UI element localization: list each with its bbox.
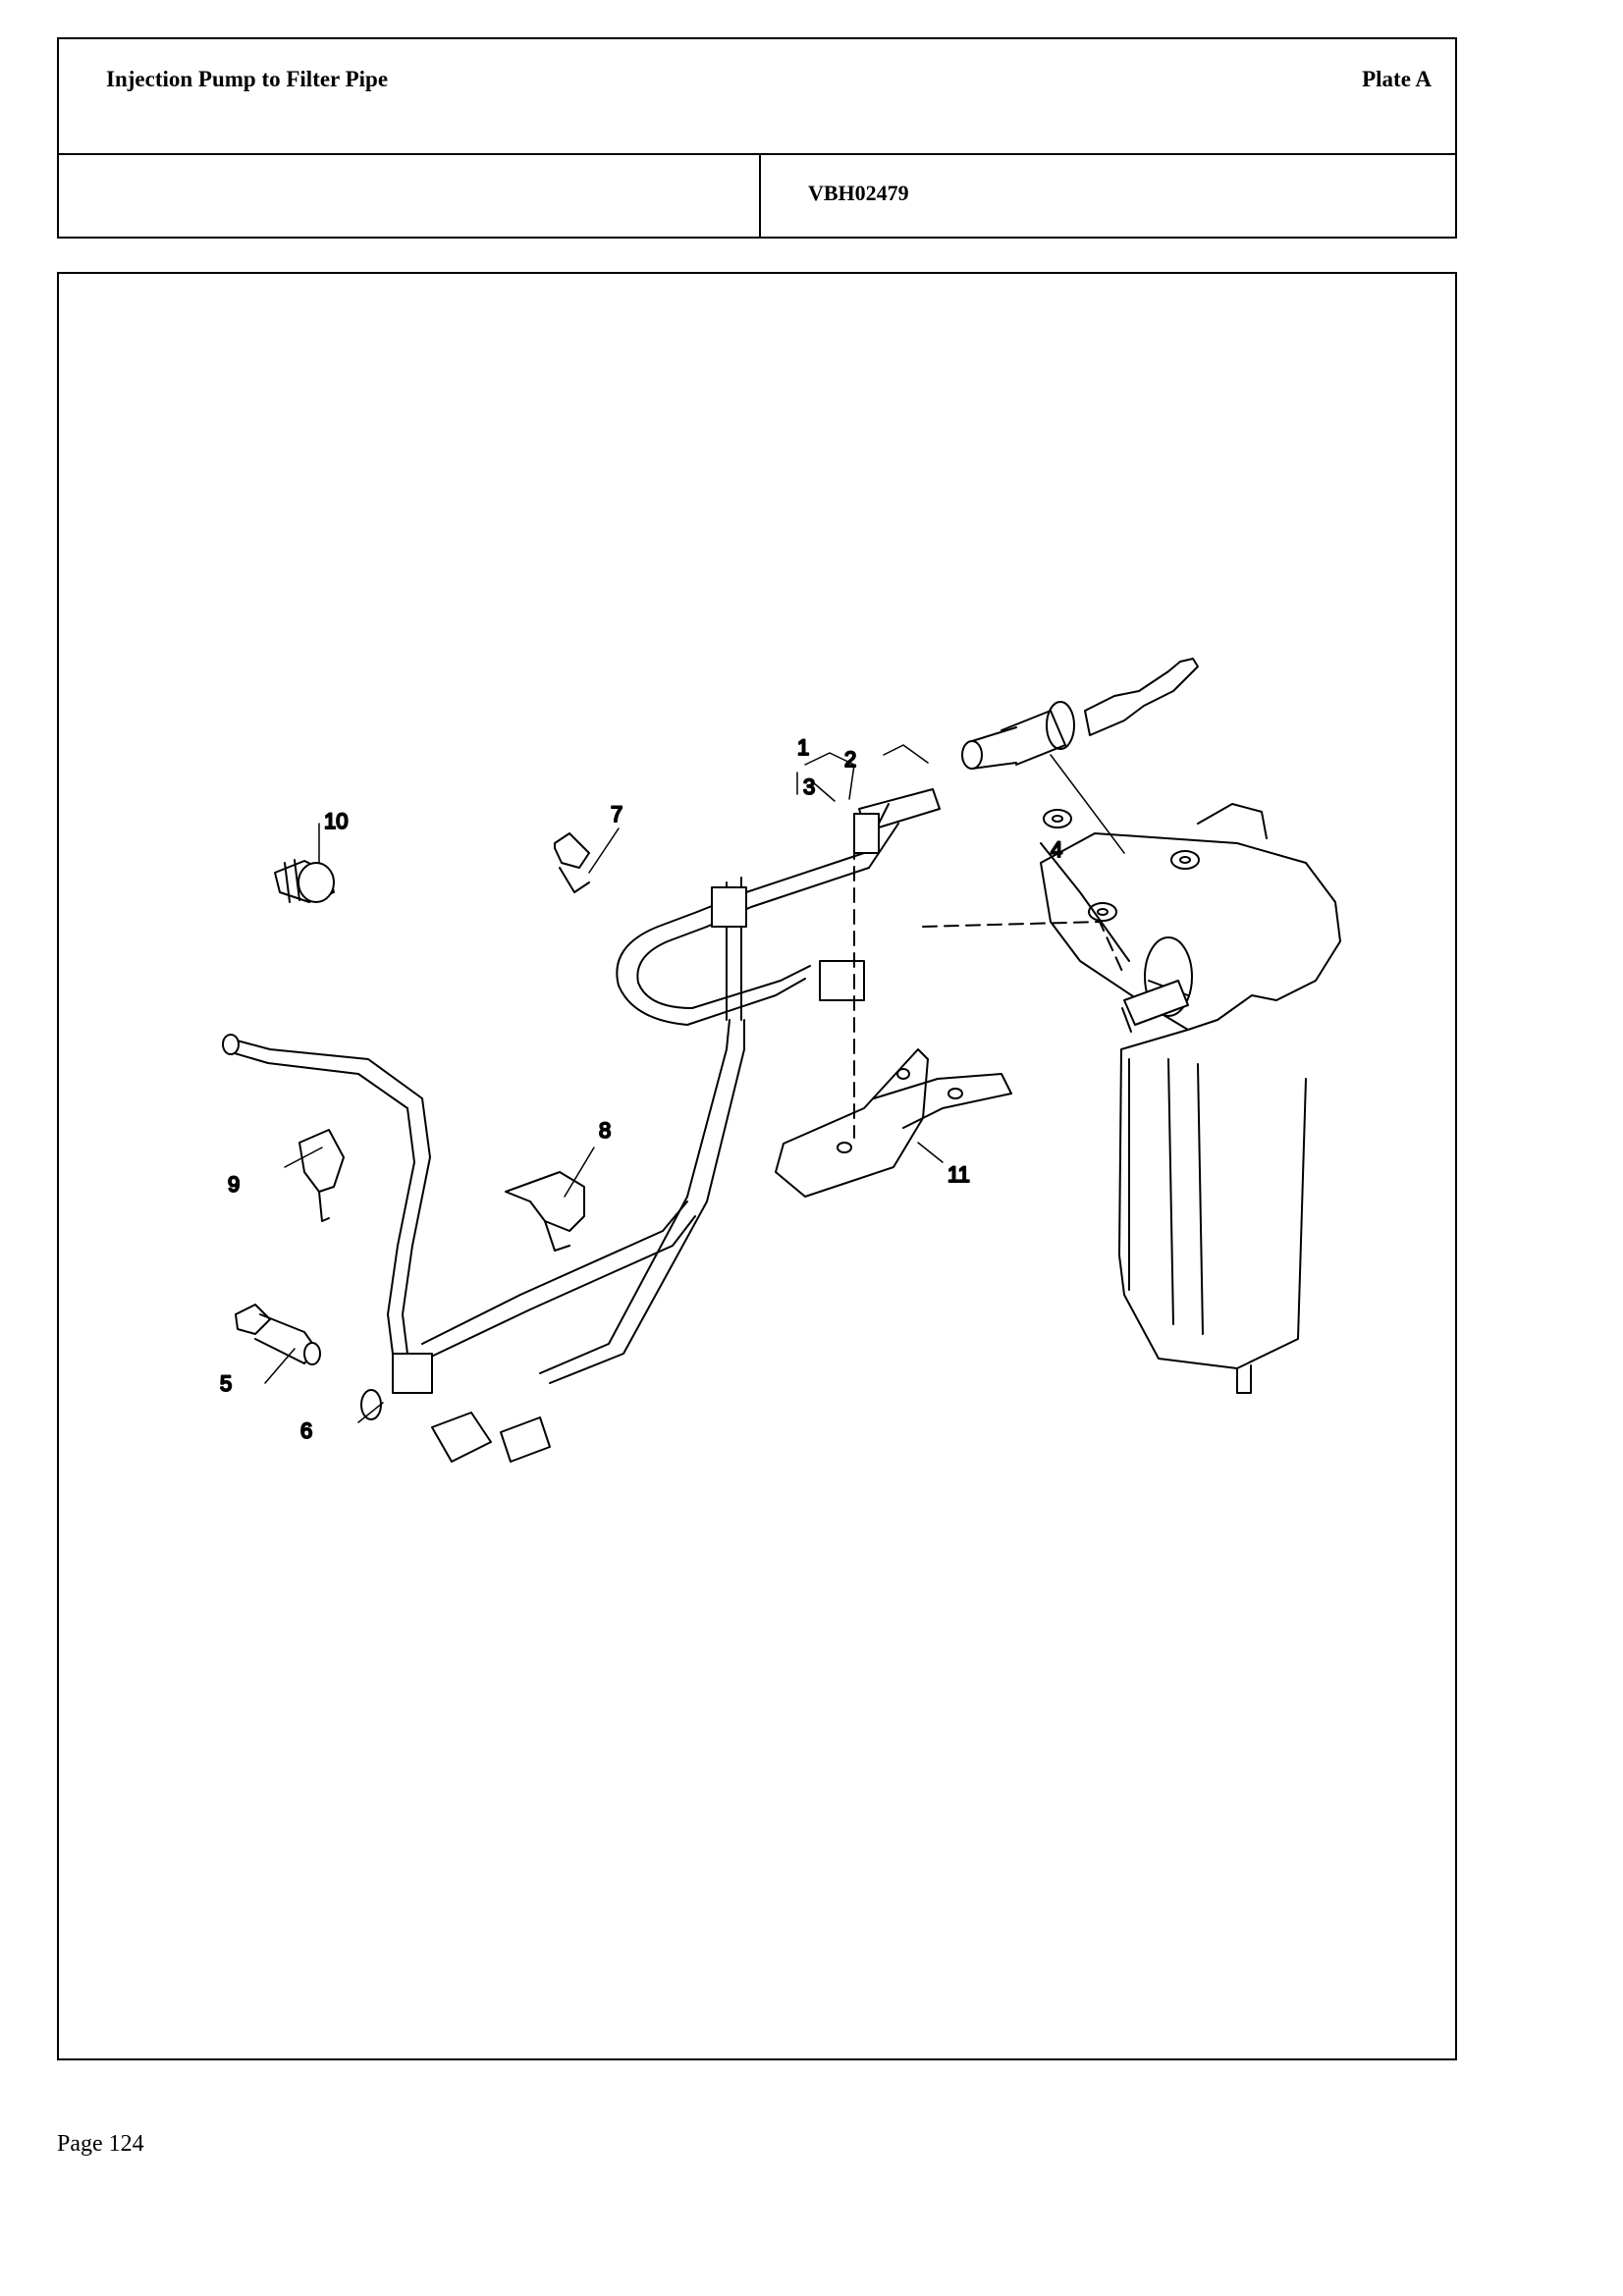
pipe-clip-double bbox=[505, 1171, 585, 1252]
exploded-parts-diagram: 1 2 3 4 5 6 7 8 9 10 11 bbox=[219, 658, 1341, 1463]
header-table: Injection Pump to Filter Pipe Plate A VB… bbox=[57, 37, 1457, 239]
dashed-assembly-lines bbox=[853, 823, 1125, 1139]
mounting-bracket bbox=[775, 1048, 1012, 1198]
callout-2: 2 bbox=[844, 747, 856, 772]
plate-label: Plate A bbox=[1362, 67, 1432, 91]
page-title: Injection Pump to Filter Pipe bbox=[106, 67, 389, 91]
banjo-bolt bbox=[235, 1304, 321, 1365]
header-divider bbox=[759, 155, 761, 239]
return-pipe bbox=[222, 1034, 696, 1463]
header-row-code: VBH02479 bbox=[59, 155, 1455, 239]
diagram-frame: 1 2 3 4 5 6 7 8 9 10 11 bbox=[57, 272, 1457, 2060]
page-number: Page 124 bbox=[57, 2131, 144, 2157]
fuel-filter-assembly bbox=[1040, 803, 1341, 1394]
blanking-plug bbox=[274, 859, 335, 903]
drawing-code: VBH02479 bbox=[808, 181, 909, 205]
callout-leaders bbox=[264, 744, 1125, 1423]
callout-10: 10 bbox=[324, 809, 348, 833]
callout-3: 3 bbox=[803, 774, 815, 799]
pipe-clip-p bbox=[298, 1129, 345, 1222]
callout-9: 9 bbox=[228, 1172, 240, 1197]
callout-4: 4 bbox=[1051, 837, 1062, 862]
callout-6: 6 bbox=[300, 1418, 312, 1443]
callout-8: 8 bbox=[599, 1118, 611, 1143]
callout-11: 11 bbox=[947, 1162, 970, 1187]
header-row-title: Injection Pump to Filter Pipe Plate A bbox=[59, 39, 1455, 155]
callout-1: 1 bbox=[797, 735, 809, 760]
sealing-washer bbox=[360, 1389, 382, 1420]
hose-fitting-part bbox=[961, 658, 1199, 770]
callout-7: 7 bbox=[611, 802, 622, 827]
pipe-clip-small bbox=[554, 832, 590, 893]
main-fuel-pipe bbox=[539, 788, 941, 1384]
callout-5: 5 bbox=[220, 1371, 232, 1396]
